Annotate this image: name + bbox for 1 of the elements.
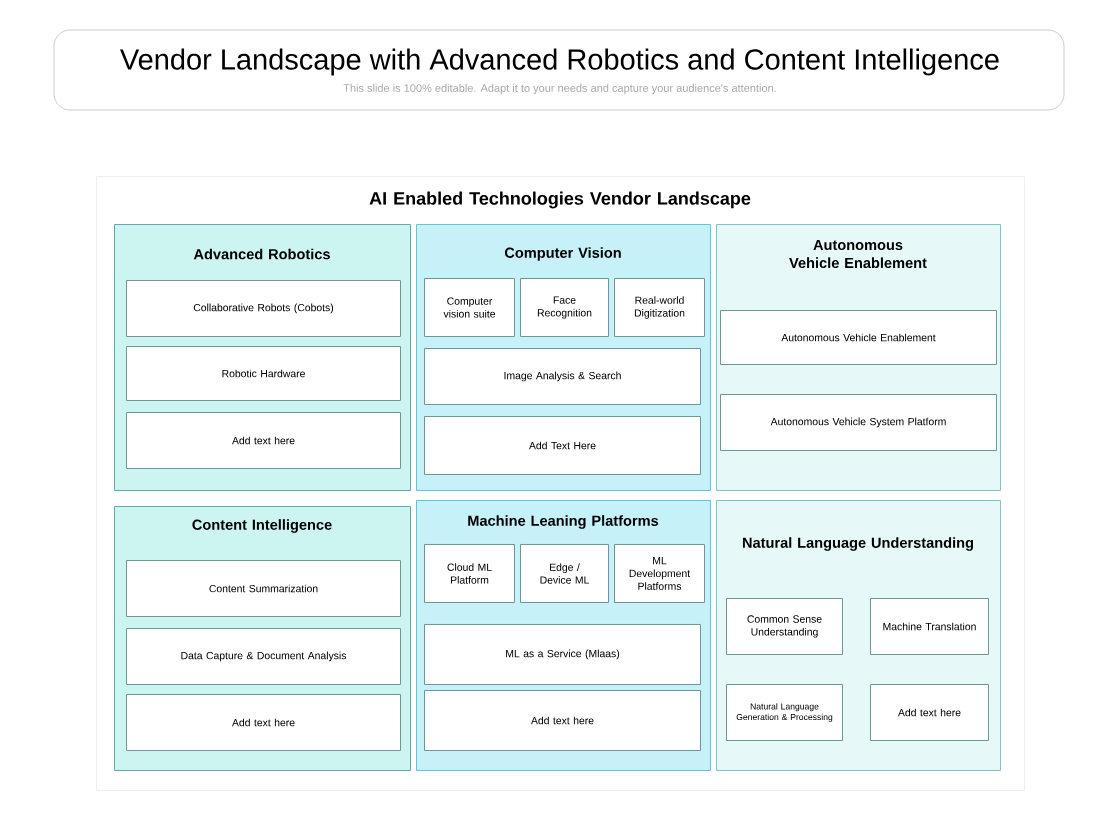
title: Vendor Landscape with Advanced Robotics and Content Intelligence [120,48,999,76]
